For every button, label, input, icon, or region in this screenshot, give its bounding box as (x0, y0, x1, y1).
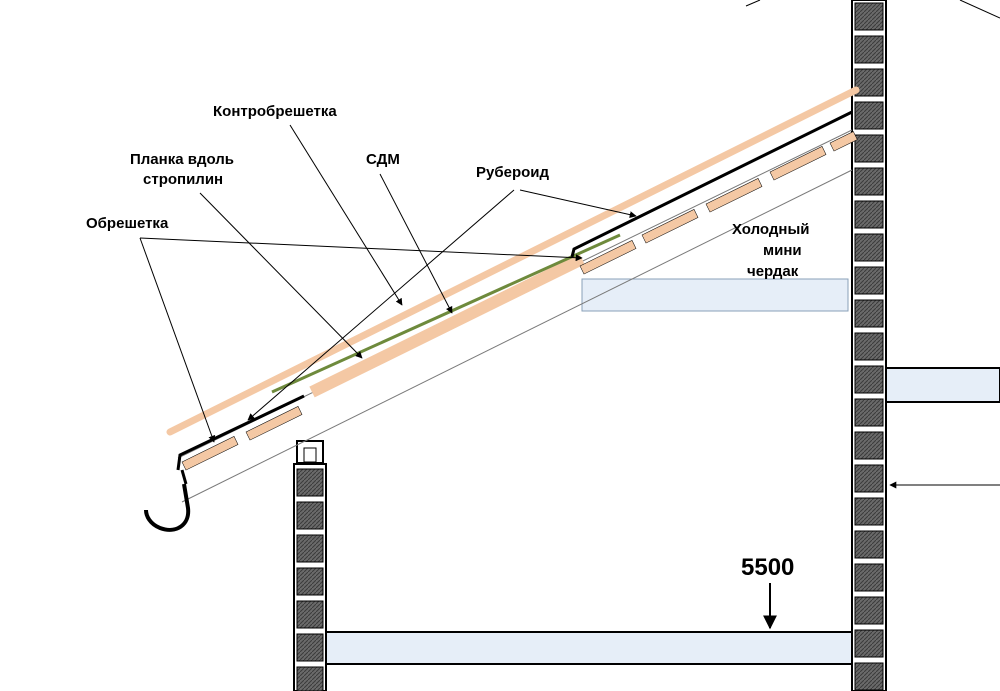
brick (854, 398, 884, 427)
brick (854, 35, 884, 64)
right-brick-wall (851, 0, 887, 691)
brick (854, 299, 884, 328)
brick (296, 468, 324, 497)
label-planka-line2: стропилин (143, 171, 223, 188)
brick (854, 200, 884, 229)
ruberoid-layers (176, 110, 853, 471)
brick (854, 101, 884, 130)
brick (296, 600, 324, 629)
rafter-lower-line (181, 169, 853, 503)
membrane-sdm (271, 233, 621, 394)
brick (296, 534, 324, 563)
rafter-strip (309, 253, 585, 398)
brick (854, 266, 884, 295)
brick (854, 134, 884, 163)
brick (854, 2, 884, 31)
brick (854, 332, 884, 361)
attic-ceiling-panel (581, 278, 849, 312)
brick (296, 633, 324, 662)
label-attic-line3: чердак (747, 263, 799, 280)
gutter (144, 483, 191, 532)
brick (854, 629, 884, 658)
label-planka-line1: Планка вдоль (130, 151, 234, 168)
label-sdm: СДМ (366, 151, 400, 168)
left-brick-wall (293, 440, 327, 691)
brick (854, 431, 884, 460)
label-ruberoid: Рубероид (476, 164, 550, 181)
label-attic-line2: мини (763, 242, 802, 259)
brick (296, 666, 324, 691)
brick (296, 567, 324, 596)
brick (854, 167, 884, 196)
brick (854, 563, 884, 592)
brick (854, 530, 884, 559)
battens (181, 131, 858, 471)
floor-slab (325, 631, 853, 665)
brick (854, 365, 884, 394)
brick (854, 233, 884, 262)
leader-lines (139, 0, 1000, 489)
label-dimension: 5500 (741, 554, 794, 581)
label-attic-line1: Холодный (732, 221, 810, 238)
label-obreshetka: Обрешетка (86, 215, 169, 232)
label-kontrobreshetka: Контробрешетка (213, 103, 337, 120)
brick (854, 497, 884, 526)
brick (854, 596, 884, 625)
brick (854, 662, 884, 691)
brick (854, 464, 884, 493)
counter-batten (166, 86, 860, 436)
brick (296, 501, 324, 530)
brick (854, 68, 884, 97)
upper-slab (885, 367, 1000, 403)
